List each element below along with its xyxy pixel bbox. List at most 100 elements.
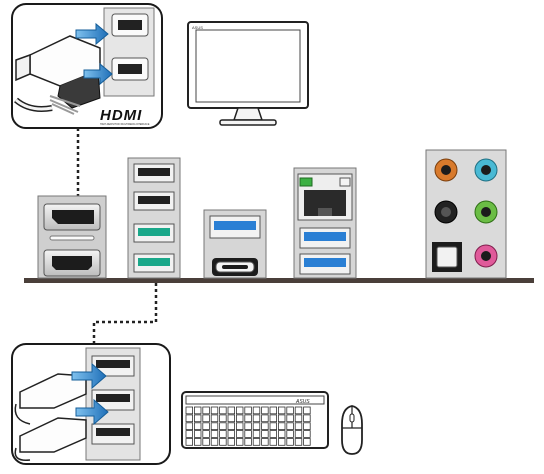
usb-port-stack bbox=[127, 157, 181, 279]
usb-port bbox=[133, 163, 175, 183]
audio-jack-pink bbox=[474, 244, 498, 268]
audio-jack-lime bbox=[474, 200, 498, 224]
usb-port bbox=[91, 389, 135, 411]
keyboard-keys bbox=[185, 406, 311, 446]
monitor-brand-label: ASUS bbox=[192, 25, 203, 30]
displayport-port bbox=[43, 203, 101, 231]
usb-port bbox=[91, 423, 135, 445]
keyboard-key bbox=[277, 438, 286, 446]
monitor-icon: ASUS bbox=[187, 21, 309, 126]
keyboard-key bbox=[210, 438, 219, 446]
keyboard-key bbox=[244, 438, 252, 446]
usb-plug-icon bbox=[14, 373, 87, 461]
keyboard-key bbox=[185, 430, 193, 438]
keyboard-key bbox=[269, 406, 277, 415]
keyboard-key bbox=[269, 422, 277, 430]
keyboard-key bbox=[261, 430, 269, 438]
keyboard-key bbox=[261, 422, 269, 430]
keyboard-key bbox=[202, 414, 210, 423]
keyboard-key bbox=[227, 406, 235, 415]
audio-jack-black bbox=[434, 200, 458, 224]
keyboard-key bbox=[193, 422, 202, 430]
keyboard-key bbox=[210, 414, 219, 423]
usb-port bbox=[299, 227, 351, 249]
keyboard-key bbox=[252, 414, 261, 423]
keyboard-key bbox=[261, 406, 269, 415]
hdmi-plug-icon bbox=[14, 35, 101, 115]
keyboard-key bbox=[219, 406, 227, 415]
keyboard-key bbox=[202, 438, 210, 446]
keyboard-key bbox=[244, 406, 252, 415]
keyboard-key bbox=[202, 422, 210, 430]
io-panel-bar bbox=[24, 278, 534, 283]
keyboard-key bbox=[269, 430, 277, 438]
keyboard-key bbox=[185, 414, 193, 423]
keyboard-key bbox=[193, 406, 202, 415]
keyboard-key bbox=[294, 406, 303, 415]
hdmi-port bbox=[43, 249, 101, 277]
keyboard-key bbox=[227, 438, 235, 446]
usb-type-c-block bbox=[203, 209, 267, 279]
arrow-icon bbox=[75, 22, 113, 86]
usb-c-port bbox=[212, 258, 258, 276]
usb-leader-line bbox=[92, 283, 158, 344]
keyboard-key bbox=[185, 406, 193, 415]
keyboard-key bbox=[219, 430, 227, 438]
keyboard-key bbox=[235, 430, 244, 438]
displayport-hdmi-block bbox=[37, 195, 107, 279]
keyboard-key bbox=[303, 422, 311, 430]
keyboard-key bbox=[286, 406, 294, 415]
usb-connection-callout bbox=[11, 343, 171, 465]
keyboard-key bbox=[286, 430, 294, 438]
keyboard-key bbox=[219, 422, 227, 430]
hdmi-logo-tagline: HIGH-DEFINITION MULTIMEDIA INTERFACE bbox=[100, 123, 150, 126]
keyboard-key bbox=[244, 430, 252, 438]
audio-jack-block bbox=[425, 149, 507, 279]
keyboard-brand-label: ASUS bbox=[295, 399, 310, 405]
keyboard-key bbox=[252, 438, 261, 446]
keyboard-key bbox=[269, 438, 277, 446]
mouse-icon bbox=[341, 405, 363, 455]
keyboard-key bbox=[294, 422, 303, 430]
keyboard-key bbox=[277, 406, 286, 415]
keyboard-key bbox=[303, 438, 311, 446]
keyboard-key bbox=[193, 414, 202, 423]
keyboard-key bbox=[261, 438, 269, 446]
keyboard-key bbox=[202, 406, 210, 415]
usb-port bbox=[133, 253, 175, 273]
audio-jack-orange bbox=[434, 158, 458, 182]
keyboard-key bbox=[303, 430, 311, 438]
keyboard-key bbox=[227, 422, 235, 430]
keyboard-key bbox=[235, 438, 244, 446]
keyboard-key bbox=[252, 406, 261, 415]
hdmi-logo: HDMI bbox=[100, 107, 142, 124]
keyboard-key bbox=[219, 414, 227, 423]
keyboard-key bbox=[244, 414, 252, 423]
keyboard-key bbox=[193, 438, 202, 446]
keyboard-key bbox=[202, 430, 210, 438]
keyboard-key bbox=[294, 438, 303, 446]
lan-port bbox=[297, 173, 353, 221]
usb-port bbox=[133, 223, 175, 243]
keyboard-key bbox=[252, 422, 261, 430]
hdmi-port-icon bbox=[111, 13, 149, 81]
keyboard-key bbox=[235, 414, 244, 423]
keyboard-key bbox=[227, 430, 235, 438]
lan-usb-block bbox=[293, 167, 357, 279]
keyboard-key bbox=[210, 406, 219, 415]
keyboard-key bbox=[185, 422, 193, 430]
keyboard-key bbox=[235, 406, 244, 415]
keyboard-key bbox=[252, 430, 261, 438]
keyboard-key bbox=[286, 438, 294, 446]
keyboard-key bbox=[303, 406, 311, 415]
keyboard-key bbox=[286, 414, 294, 423]
usb-port bbox=[133, 191, 175, 211]
hdmi-connection-callout: HDMI HIGH-DEFINITION MULTIMEDIA INTERFAC… bbox=[11, 3, 163, 129]
keyboard-key bbox=[193, 430, 202, 438]
keyboard-key bbox=[185, 438, 193, 446]
audio-jack-cyan bbox=[474, 158, 498, 182]
keyboard-key bbox=[210, 430, 219, 438]
keyboard-key bbox=[235, 422, 244, 430]
keyboard-icon: ASUS bbox=[181, 391, 329, 449]
arrow-icon bbox=[71, 362, 109, 426]
